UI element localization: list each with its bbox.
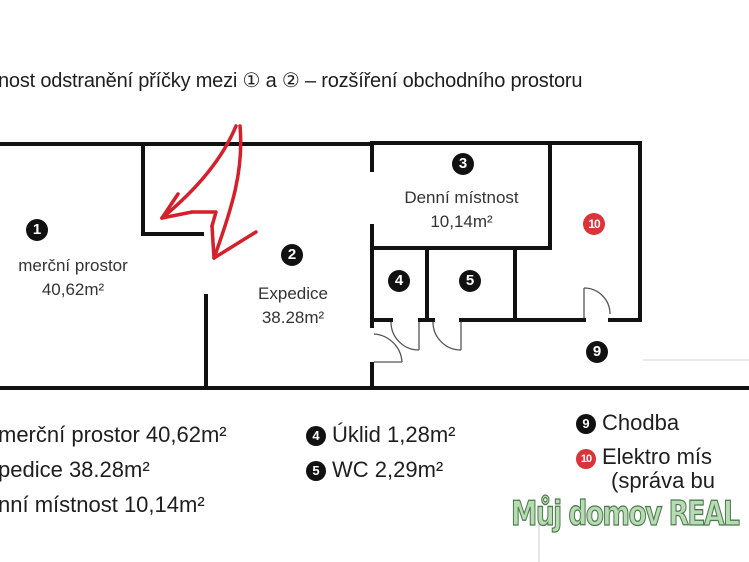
legend-badge-9: 9 (576, 414, 596, 434)
room-1-area: 40,62m² (41, 280, 105, 299)
room-badge-1: 1 (26, 219, 48, 241)
room-badge-4: 4 (388, 270, 410, 292)
legend-column-1: merční prostor 40,62m² pedice 38.28m² nn… (0, 422, 227, 518)
room-1-label: merční prostor 40,62m² (0, 254, 148, 302)
legend-item-5: 5 WC 2,29m² (306, 457, 455, 483)
legend-item-9: 9 Chodba (576, 410, 715, 436)
legend-item-1: merční prostor 40,62m² (0, 422, 227, 447)
room-2-area: 38.28m² (261, 308, 325, 327)
room-1-name: merční prostor (18, 256, 128, 275)
legend-text-10: Elektro mís (602, 444, 713, 469)
room-3-label: Denní místnost 10,14m² (384, 186, 539, 234)
legend-item-3: nní místnost 10,14m² (0, 492, 205, 517)
legend-badge-4: 4 (306, 426, 326, 446)
plan-caption: nost odstranění příčky mezi ① a ② – rozš… (0, 70, 583, 92)
room-badge-5: 5 (459, 270, 481, 292)
room-badge-9: 9 (586, 341, 608, 363)
room-2-name: Expedice (258, 284, 328, 303)
legend-item-4: 4 Úklid 1,28m² (306, 422, 455, 448)
legend-subtext-10: (správa bu (611, 468, 715, 493)
legend-text-4: Úklid 1,28m² (332, 422, 456, 447)
legend-item-10: 10 Elektro mís (576, 444, 715, 470)
room-3-name: Denní místnost (404, 188, 519, 207)
legend-text-9: Chodba (602, 410, 680, 435)
legend-badge-10: 10 (576, 449, 596, 469)
watermark-logo: Můj domov REAL (510, 493, 740, 534)
legend-column-3: 9 Chodba 10 Elektro mís (správa bu (576, 410, 715, 492)
legend-item-2: pedice 38.28m² (0, 457, 150, 482)
room-badge-10: 10 (583, 213, 605, 235)
room-badge-2: 2 (281, 244, 303, 266)
room-2-label: Expedice 38.28m² (236, 282, 350, 330)
room-3-area: 10,14m² (430, 212, 493, 231)
legend-column-2: 4 Úklid 1,28m² 5 WC 2,29m² (306, 422, 455, 483)
legend-text-5: WC 2,29m² (332, 457, 444, 482)
legend-badge-5: 5 (306, 461, 326, 481)
red-arrow-icon (160, 124, 258, 260)
room-badge-3: 3 (452, 153, 474, 175)
divider-line (538, 510, 540, 562)
